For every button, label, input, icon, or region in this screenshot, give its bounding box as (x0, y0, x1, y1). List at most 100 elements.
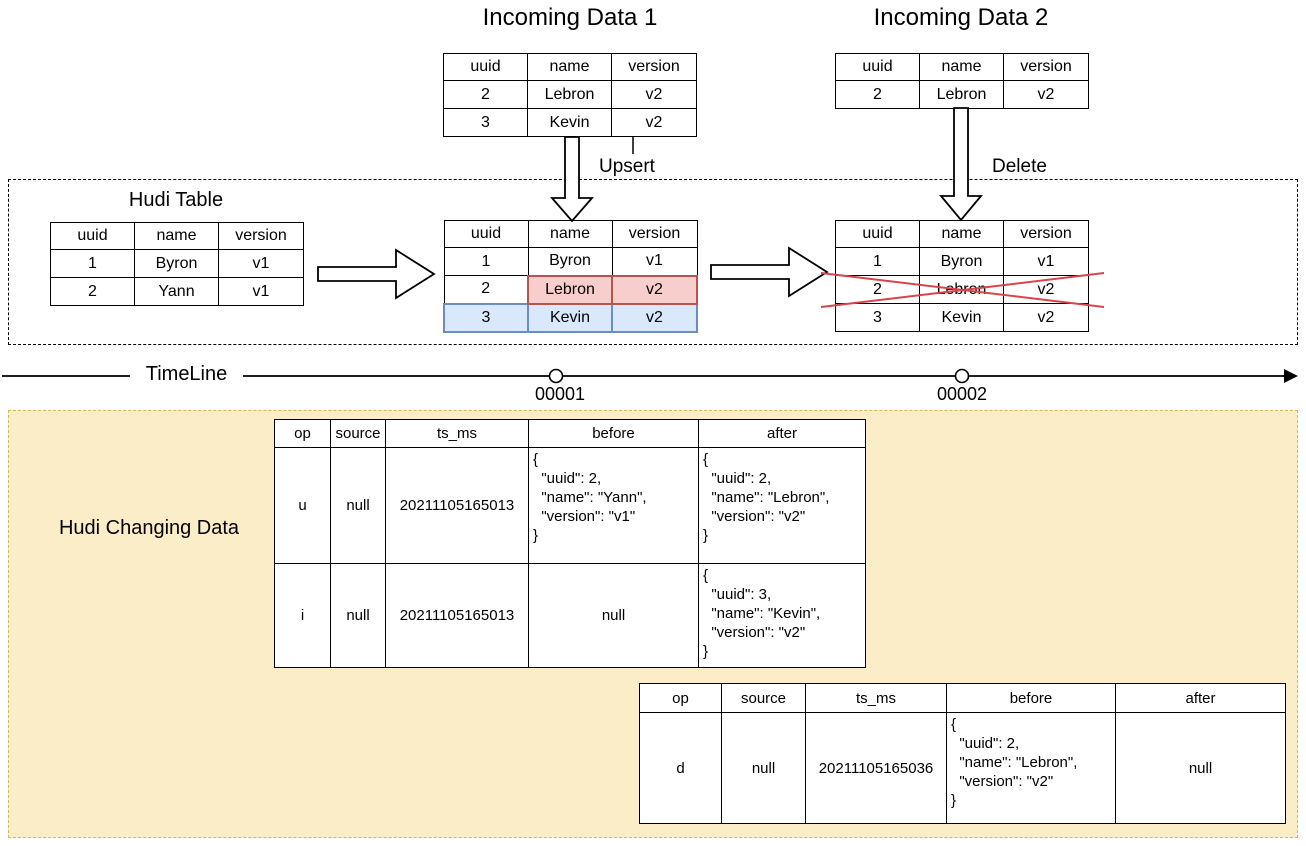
header-cell: name (527, 53, 612, 81)
table-header-row: uuid name version (443, 220, 698, 248)
table-cell: Kevin (527, 108, 612, 137)
table-cell: 1 (50, 249, 135, 278)
header-cell: version (1003, 220, 1089, 248)
after-cell: { "uuid": 3, "name": "Kevin", "version":… (698, 563, 866, 668)
timeline-label: TimeLine (145, 363, 228, 385)
header-cell: uuid (50, 222, 135, 250)
table-cell: Byron (134, 249, 219, 278)
hudi-table-label: Hudi Table (128, 189, 224, 211)
table-cell: Byron (527, 247, 613, 276)
timeline-arrowhead (1284, 369, 1298, 383)
table-cell: 2 (835, 80, 920, 109)
ts-cell: 20211105165013 (385, 447, 529, 564)
header-cell: name (134, 222, 219, 250)
op-cell: i (274, 563, 331, 668)
hudi-after-delete-table: uuid name version 1 Byron v1 2 Lebron v2… (835, 220, 1089, 332)
inserted-cell: Kevin (527, 302, 613, 333)
delete-label: Delete (992, 156, 1047, 177)
header-cell: source (721, 683, 806, 713)
timeline-commit-1-label: 00001 (534, 384, 586, 404)
table-cell: 1 (835, 247, 920, 276)
incoming-data-1-title: Incoming Data 1 (482, 4, 658, 31)
table-row-deleted: 2 Lebron v2 (835, 275, 1089, 304)
header-cell: version (611, 53, 697, 81)
hudi-after-upsert-table: uuid name version 1 Byron v1 2 Lebron v2… (443, 220, 698, 333)
changelog-row-delete: d null 20211105165036 { "uuid": 2, "name… (639, 712, 1286, 824)
hudi-initial-table: uuid name version 1 Byron v1 2 Yann v1 (50, 222, 304, 306)
updated-cell: v2 (611, 274, 698, 305)
header-cell: version (611, 220, 698, 248)
table-cell: Kevin (919, 303, 1004, 332)
header-cell: uuid (443, 53, 528, 81)
op-cell: d (639, 712, 722, 824)
table-cell: 2 (835, 275, 920, 304)
header-cell: name (919, 220, 1004, 248)
table-header-row: op source ts_ms before after (274, 419, 866, 448)
before-cell: null (528, 563, 699, 668)
table-cell: Byron (919, 247, 1004, 276)
ts-cell: 20211105165036 (805, 712, 947, 824)
inserted-cell: 3 (443, 302, 529, 333)
timeline-commit-2-marker (954, 368, 970, 384)
table-row: 1 Byron v1 (443, 247, 698, 276)
header-cell: after (698, 419, 866, 448)
table-cell: Lebron (527, 80, 612, 109)
header-cell: ts_ms (805, 683, 947, 713)
table-cell: Yann (134, 277, 219, 306)
timeline-commit-1-marker (548, 368, 564, 384)
hudi-changing-data-label: Hudi Changing Data (58, 517, 240, 539)
table-cell: 3 (835, 303, 920, 332)
table-row: 3 Kevin v2 (835, 303, 1089, 332)
header-cell: uuid (835, 220, 920, 248)
source-cell: null (330, 563, 386, 668)
table-header-row: op source ts_ms before after (639, 683, 1286, 713)
table-row: 2 Yann v1 (50, 277, 304, 306)
ts-cell: 20211105165013 (385, 563, 529, 668)
header-cell: before (528, 419, 699, 448)
table-cell: v1 (218, 249, 304, 278)
inserted-cell: v2 (611, 302, 698, 333)
table-header-row: uuid name version (50, 222, 304, 250)
table-cell: v2 (611, 80, 697, 109)
changing-data-table-commit1: op source ts_ms before after u null 2021… (274, 419, 866, 668)
op-cell: u (274, 447, 331, 564)
header-cell: name (527, 220, 613, 248)
table-row: 1 Byron v1 (50, 249, 304, 278)
table-row: 2 Lebron v2 (443, 80, 697, 109)
table-row-updated: 2 Lebron v2 (443, 274, 698, 305)
table-cell: v1 (1003, 247, 1089, 276)
table-header-row: uuid name version (835, 53, 1089, 81)
header-cell: source (330, 419, 386, 448)
table-cell: v1 (218, 277, 304, 306)
table-row-inserted: 3 Kevin v2 (443, 302, 698, 333)
updated-cell: Lebron (527, 274, 613, 305)
upsert-label: Upsert (599, 156, 655, 177)
table-header-row: uuid name version (443, 53, 697, 81)
table-row: 2 Lebron v2 (835, 80, 1089, 109)
table-cell: v2 (1003, 80, 1089, 109)
header-cell: name (919, 53, 1004, 81)
header-cell: op (274, 419, 331, 448)
incoming-data-2-title: Incoming Data 2 (873, 4, 1049, 31)
header-cell: op (639, 683, 722, 713)
table-row: 1 Byron v1 (835, 247, 1089, 276)
header-cell: version (218, 222, 304, 250)
table-cell: Lebron (919, 80, 1004, 109)
table-cell: v2 (1003, 303, 1089, 332)
header-cell: uuid (835, 53, 920, 81)
changing-data-table-commit2: op source ts_ms before after d null 2021… (639, 683, 1286, 824)
after-cell: null (1115, 712, 1286, 824)
table-cell: 1 (443, 247, 529, 276)
table-cell: v2 (611, 108, 697, 137)
timeline-commit-2-label: 00002 (936, 384, 988, 404)
incoming-data-1-table: uuid name version 2 Lebron v2 3 Kevin v2 (443, 53, 697, 137)
table-row: 3 Kevin v2 (443, 108, 697, 137)
changelog-row-insert: i null 20211105165013 null { "uuid": 3, … (274, 563, 866, 668)
table-cell: 2 (443, 275, 529, 304)
changelog-row-update: u null 20211105165013 { "uuid": 2, "name… (274, 447, 866, 564)
table-header-row: uuid name version (835, 220, 1089, 248)
table-cell: v2 (1003, 275, 1089, 304)
table-cell: Lebron (919, 275, 1004, 304)
table-cell: 2 (443, 80, 528, 109)
